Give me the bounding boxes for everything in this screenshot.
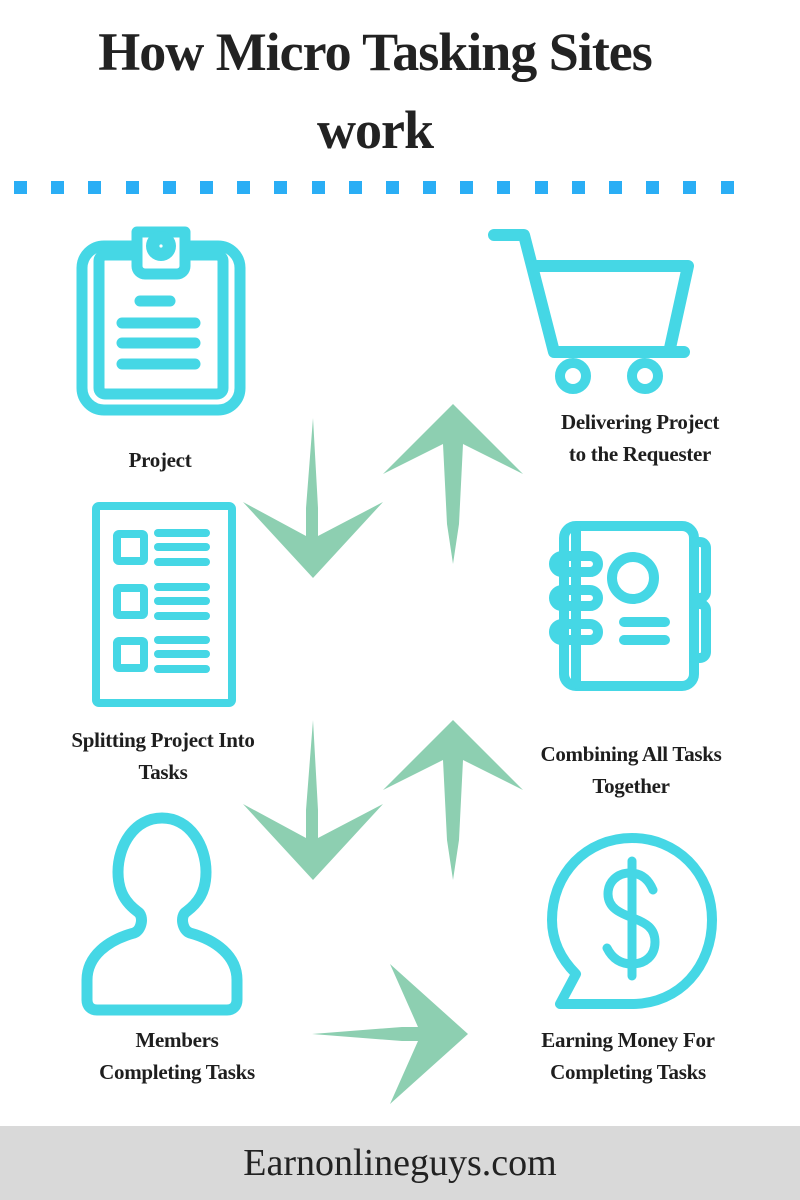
shopping-cart-icon: [488, 229, 694, 394]
divider-square: [14, 181, 27, 194]
checklist-icon: [92, 502, 236, 707]
divider-square: [199, 181, 213, 194]
arrow-down-project-to-splitting-icon: [243, 418, 383, 578]
footer-site-name: Earnonlineguys.com: [243, 1142, 557, 1184]
arrow-right-members-to-earning-icon: [312, 964, 468, 1104]
step-label-delivering: Delivering Project to the Requester: [560, 410, 720, 466]
divider-square: [646, 181, 660, 194]
divider-square: [609, 181, 622, 194]
divider-square: [51, 181, 65, 194]
divider-square: [497, 181, 511, 194]
divider-square: [348, 181, 362, 194]
divider-square: [460, 181, 474, 194]
step-label-earning: Earning Money For Completing Tasks: [541, 1028, 715, 1084]
dollar-speech-bubble-icon: [547, 833, 717, 1009]
divider-square: [125, 181, 139, 194]
divider-square: [571, 181, 585, 194]
arrow-down-splitting-to-members-icon: [243, 720, 383, 880]
clipboard-icon: [76, 226, 246, 416]
divider-square: [237, 181, 251, 194]
step-label-combining: Combining All Tasks Together: [540, 742, 722, 798]
step-label-splitting: Splitting Project Into Tasks: [71, 728, 255, 784]
dotted-divider: [14, 181, 800, 195]
page-title-line-1: How Micro Tasking Sites: [98, 22, 653, 82]
divider-square: [162, 181, 176, 194]
divider-square: [274, 181, 288, 194]
notebook-icon: [549, 521, 711, 691]
arrow-up-combining-to-delivering-icon: [383, 404, 523, 564]
divider-square: [423, 181, 437, 194]
divider-square: [720, 181, 734, 194]
divider-square: [683, 181, 697, 194]
step-label-project: Project: [128, 448, 192, 472]
user-icon: [81, 812, 243, 1016]
divider-square: [88, 181, 102, 194]
arrow-up-earning-to-combining-icon: [383, 720, 523, 880]
divider-square: [311, 181, 325, 194]
footer-banner: Earnonlineguys.com: [0, 1126, 800, 1200]
page-title-line-2: work: [317, 100, 434, 160]
divider-square: [385, 181, 399, 194]
divider-square: [534, 181, 548, 194]
step-label-members: Members Completing Tasks: [99, 1028, 255, 1084]
